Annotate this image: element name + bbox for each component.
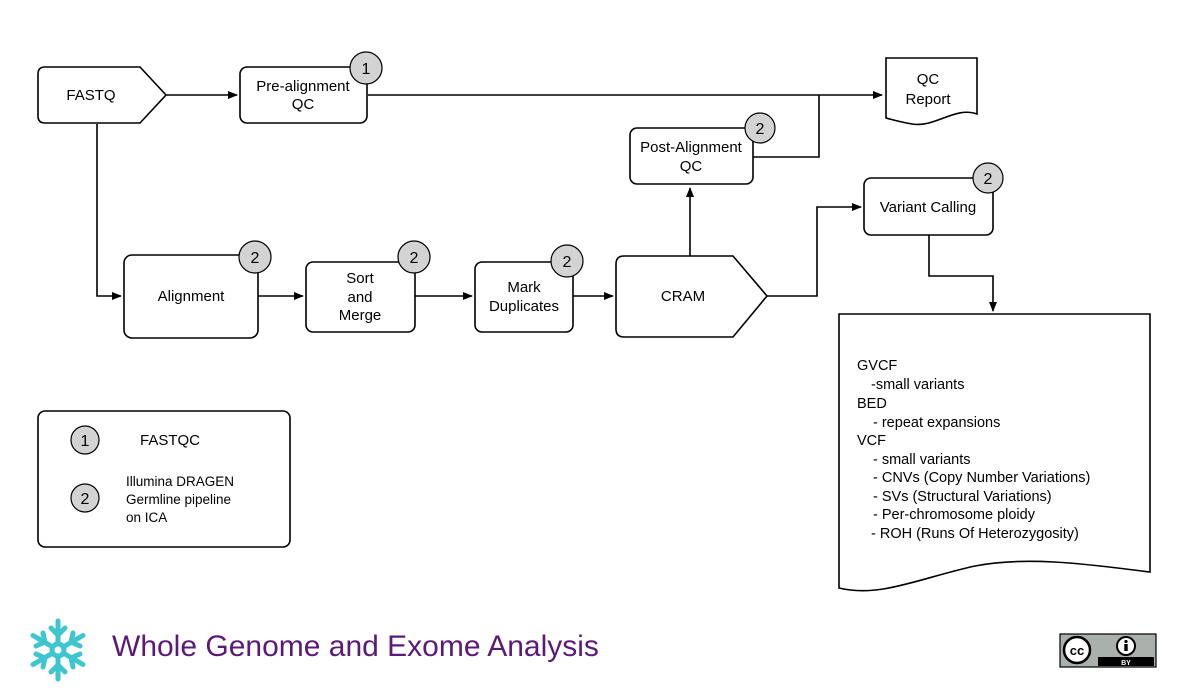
by-text: BY <box>1121 660 1131 667</box>
output-line-3: BED <box>857 396 887 412</box>
fastq-node: FASTQ <box>37 66 168 124</box>
legend-one-label: FASTQC <box>140 432 200 449</box>
badge-mark-dup-number: 2 <box>563 254 572 271</box>
badge-variant-number: 2 <box>984 171 993 188</box>
badge-alignment-number: 2 <box>251 250 260 267</box>
connectors <box>96 91 997 312</box>
output-line-1: GVCF <box>857 358 897 374</box>
cc-icon-text: cc <box>1070 643 1084 658</box>
qc-report-line1: QC <box>917 71 940 88</box>
qc-report-line2: Report <box>905 91 951 108</box>
mark-dup-line1: Mark <box>507 279 541 296</box>
prealign-qc-node: Pre-alignment QC 1 <box>239 51 383 124</box>
fastq-label: FASTQ <box>66 87 115 104</box>
output-line-4: - repeat expansions <box>873 415 1000 431</box>
sort-merge-line2: and <box>347 289 372 306</box>
legend-two-line2: Germline pipeline <box>126 492 231 507</box>
variant-calling-node: Variant Calling 2 <box>863 162 1004 236</box>
cc-by-license-badge: cc BY <box>1059 633 1157 668</box>
arrow-cram-to-variant <box>767 203 862 297</box>
sort-merge-line3: Merge <box>339 307 382 324</box>
legend-box <box>37 410 291 548</box>
output-line-7: - CNVs (Copy Number Variations) <box>873 470 1090 486</box>
line-postalign-to-report <box>753 95 820 158</box>
badge-postalign-number: 2 <box>756 121 765 138</box>
output-line-8: - SVs (Structural Variations) <box>873 489 1052 505</box>
cram-label: CRAM <box>661 288 705 305</box>
arrow-variant-to-outputs <box>928 235 997 312</box>
sort-merge-line1: Sort <box>346 270 374 287</box>
cram-node: CRAM <box>615 255 769 338</box>
footer-title: Whole Genome and Exome Analysis <box>112 630 599 663</box>
badge-prealign-number: 1 <box>362 61 371 78</box>
output-line-6: - small variants <box>873 452 971 468</box>
legend-two-line1: Illumina DRAGEN <box>126 474 234 489</box>
qc-report-node: QC Report <box>885 57 978 126</box>
snowflake-logo-icon <box>30 618 86 682</box>
postalign-qc-node: Post-Alignment QC 2 <box>629 112 776 185</box>
badge-prealign <box>349 51 383 85</box>
badge-alignment <box>238 240 272 274</box>
output-line-10: - ROH (Runs Of Heterozygosity) <box>871 526 1079 542</box>
mark-duplicates-node: Mark Duplicates 2 <box>474 244 584 333</box>
alignment-label: Alignment <box>158 288 226 305</box>
badge-variant <box>972 162 1004 194</box>
postalign-label-line2: QC <box>680 158 703 175</box>
prealign-label-line1: Pre-alignment <box>256 78 350 95</box>
badge-mark-dup <box>550 244 584 278</box>
badge-postalign <box>744 112 776 144</box>
output-line-2: -small variants <box>871 377 964 393</box>
sort-merge-node: Sort and Merge 2 <box>305 240 431 333</box>
legend-badge-one <box>70 425 100 455</box>
legend-badge-two <box>70 483 100 513</box>
legend-badge-two-number: 2 <box>81 491 90 508</box>
legend-badge-one-number: 1 <box>81 433 90 450</box>
arrow-fastq-to-alignment <box>96 124 122 300</box>
legend-two-line3: on ICA <box>126 510 167 525</box>
outputs-document: GVCF -small variants BED - repeat expans… <box>838 313 1151 592</box>
badge-sort-merge <box>397 240 431 274</box>
badge-sort-merge-number: 2 <box>410 250 419 267</box>
postalign-label-line1: Post-Alignment <box>640 139 743 156</box>
variant-calling-label: Variant Calling <box>880 199 976 216</box>
output-line-5: VCF <box>857 433 886 449</box>
cc-icon <box>1062 635 1092 665</box>
prealign-label-line2: QC <box>292 96 315 113</box>
alignment-node: Alignment 2 <box>123 240 272 339</box>
output-line-9: - Per-chromosome ploidy <box>873 507 1036 523</box>
legend: 1 FASTQC 2 Illumina DRAGEN Germline pipe… <box>37 410 291 548</box>
mark-dup-line2: Duplicates <box>489 298 559 315</box>
